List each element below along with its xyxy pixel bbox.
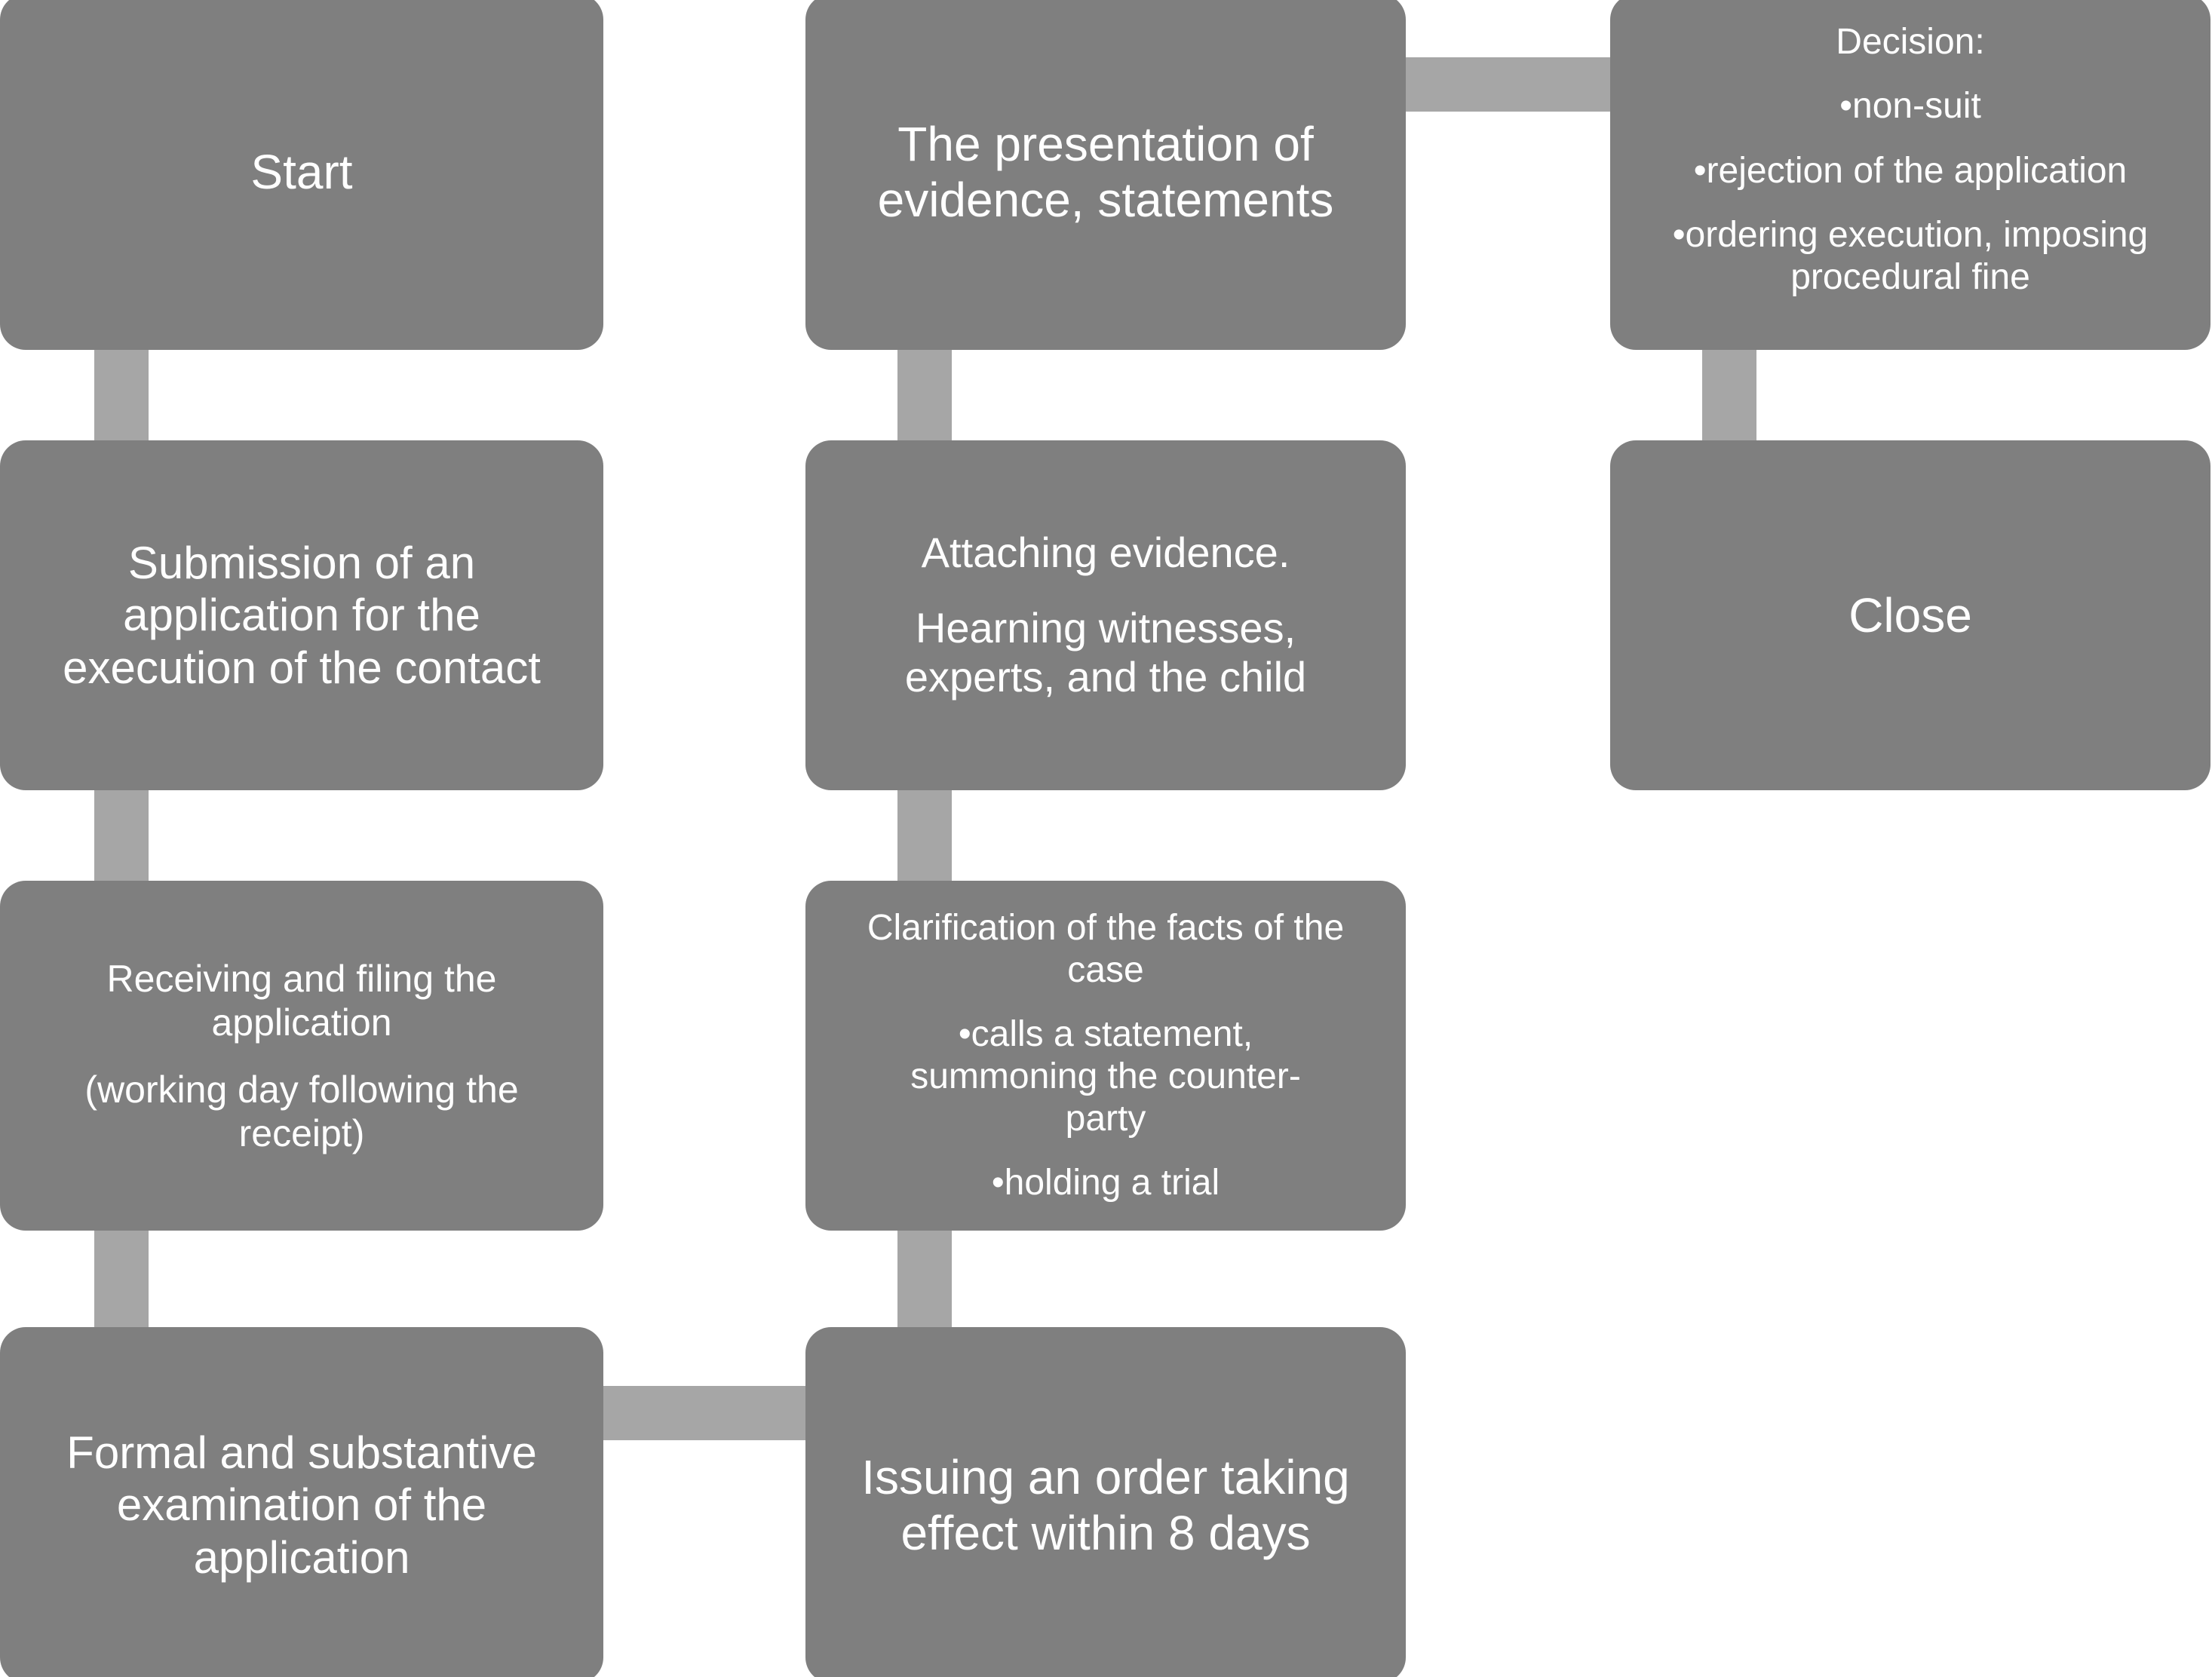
node-formal-examination-line-0: Formal and substantive bbox=[66, 1427, 537, 1478]
node-issuing-line-1: effect within 8 days bbox=[900, 1506, 1311, 1560]
node-attaching-paragraph-0: Attaching evidence. bbox=[819, 529, 1392, 578]
node-decision-paragraph-0: Decision: bbox=[1624, 21, 2197, 63]
node-submission-line-0: Submission of an bbox=[127, 537, 476, 588]
node-close-line-0: Close bbox=[1848, 587, 1972, 642]
connector-presentation-to-decision bbox=[1404, 57, 1614, 112]
node-close[interactable]: Close bbox=[1610, 440, 2210, 790]
node-formal-examination[interactable]: Formal and substantive examination of th… bbox=[0, 1327, 603, 1677]
node-decision-line-3: •ordering execution, imposing bbox=[1672, 215, 2149, 256]
connector-attaching-to-presentation bbox=[897, 347, 952, 443]
node-decision-paragraph-3: •ordering execution, imposing procedural… bbox=[1624, 214, 2197, 298]
node-clarification-paragraph-2: •holding a trial bbox=[819, 1162, 1392, 1204]
node-presentation-line-0: The presentation of bbox=[897, 116, 1314, 171]
node-clarification-line-3: summoning the counter- bbox=[910, 1056, 1301, 1096]
connector-start-to-submission bbox=[94, 347, 149, 443]
node-presentation-line-1: evidence, statements bbox=[877, 173, 1334, 227]
node-start[interactable]: Start bbox=[0, 0, 603, 350]
node-presentation-of-evidence[interactable]: The presentation of evidence, statements bbox=[805, 0, 1406, 350]
node-decision-paragraph-1: •non-suit bbox=[1624, 85, 2197, 127]
node-attaching-line-0: Attaching evidence. bbox=[921, 529, 1290, 577]
node-clarification-line-0: Clarification of the facts of the bbox=[867, 908, 1345, 949]
node-decision-line-2: •rejection of the application bbox=[1693, 150, 2128, 191]
node-receiving-paragraph-0: Receiving and filing the application bbox=[14, 957, 590, 1044]
node-decision-line-0: Decision: bbox=[1836, 22, 1985, 62]
node-decision-line-4: procedural fine bbox=[1790, 256, 2030, 297]
connector-clarification-to-attaching bbox=[897, 787, 952, 884]
node-clarification-paragraph-0: Clarification of the facts of the case bbox=[819, 907, 1392, 991]
node-submission-line-1: application for the bbox=[123, 590, 480, 641]
node-start-line-0: Start bbox=[250, 144, 353, 199]
node-clarification-line-4: party bbox=[1065, 1098, 1146, 1139]
node-clarification-paragraph-1: •calls a statement, summoning the counte… bbox=[819, 1013, 1392, 1139]
node-attaching-line-2: experts, and the child bbox=[904, 652, 1307, 701]
node-issuing-line-0: Issuing an order taking bbox=[861, 1449, 1350, 1504]
node-decision-paragraph-2: •rejection of the application bbox=[1624, 150, 2197, 192]
node-receiving[interactable]: Receiving and filing the application (wo… bbox=[0, 881, 603, 1231]
connector-decision-to-close bbox=[1702, 347, 1756, 443]
node-attaching-line-1: Hearning witnesses, bbox=[915, 603, 1296, 651]
connector-submission-to-receiving bbox=[94, 787, 149, 884]
node-formal-examination-line-1: examination of the bbox=[116, 1479, 487, 1531]
node-receiving-line-3: receipt) bbox=[238, 1111, 365, 1154]
connector-issuing-to-clarification bbox=[897, 1228, 952, 1330]
node-submission-line-2: execution of the contact bbox=[63, 642, 541, 693]
node-decision[interactable]: Decision: •non-suit •rejection of the ap… bbox=[1610, 0, 2210, 350]
node-attaching-paragraph-1: Hearning witnesses, experts, and the chi… bbox=[819, 604, 1392, 702]
node-clarification-line-5: •holding a trial bbox=[991, 1163, 1220, 1203]
node-clarification-line-2: •calls a statement, bbox=[958, 1014, 1253, 1055]
node-receiving-paragraph-1: (working day following the receipt) bbox=[14, 1068, 590, 1155]
node-submission[interactable]: Submission of an application for the exe… bbox=[0, 440, 603, 790]
node-issuing-order[interactable]: Issuing an order taking effect within 8 … bbox=[805, 1327, 1406, 1677]
node-formal-examination-line-2: application bbox=[193, 1531, 410, 1583]
node-clarification-of-facts[interactable]: Clarification of the facts of the case •… bbox=[805, 881, 1406, 1231]
node-receiving-line-1: application bbox=[211, 1001, 392, 1044]
connector-formal-to-issuing bbox=[601, 1386, 808, 1440]
node-receiving-line-0: Receiving and filing the bbox=[106, 957, 497, 1000]
connector-receiving-to-formal bbox=[94, 1228, 149, 1330]
node-clarification-line-1: case bbox=[1067, 949, 1144, 990]
node-decision-line-1: •non-suit bbox=[1839, 86, 1981, 127]
node-receiving-line-2: (working day following the bbox=[84, 1068, 519, 1111]
node-attaching-evidence[interactable]: Attaching evidence. Hearning witnesses, … bbox=[805, 440, 1406, 790]
